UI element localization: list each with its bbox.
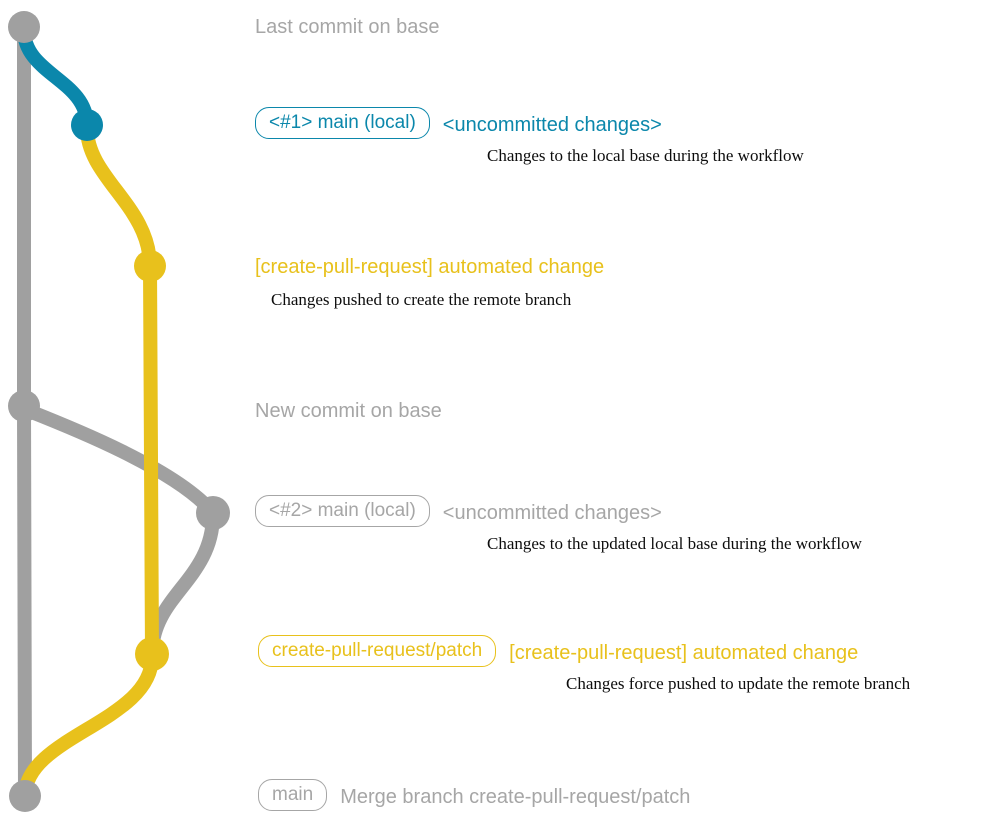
badge-wrap-local-main-2: <#2> main (local) (255, 495, 430, 527)
branch-badge-local-main-2[interactable]: <#2> main (local) (255, 495, 430, 527)
branch-graph (8, 11, 230, 812)
branch-badge-patch[interactable]: create-pull-request/patch (258, 635, 497, 667)
badge-wrap-merge: main (258, 779, 328, 811)
entry-local-main-2: <#2> main (local) <uncommitted changes> (255, 495, 662, 528)
commit-title-merge-commit: Merge branch create-pull-request/patch (340, 786, 691, 808)
commit-subtext-local-main-2: Changes to the updated local base during… (487, 534, 862, 553)
entry-new-commit-on-base: New commit on base (255, 396, 442, 426)
commit-subtext-automated-change-2: Changes force pushed to update the remot… (566, 674, 911, 693)
commit-node-base-top (8, 11, 40, 43)
entry-automated-change-1: [create-pull-request] automated change (255, 252, 604, 282)
entry-last-commit-on-base: Last commit on base (255, 12, 440, 42)
entry-automated-change-2: create-pull-request/patch [create-pull-r… (258, 635, 858, 668)
badge-wrap-local-main-1: <#1> main (local) (255, 107, 430, 139)
commit-node-merge (9, 780, 41, 812)
patch-merge-line (18, 650, 159, 803)
headline-new-commit-on-base: New commit on base (255, 400, 442, 422)
commit-node-local-teal (71, 109, 103, 141)
entry-local-main-1: <#1> main (local) <uncommitted changes> (255, 107, 662, 140)
badge-wrap-automated-change-2: create-pull-request/patch (258, 635, 497, 667)
local-branch-line-gray (17, 402, 220, 520)
commit-node-base-new (8, 390, 40, 422)
local-branch-merge-line-gray (145, 509, 220, 661)
commit-node-patch-one (134, 250, 166, 282)
commit-title-automated-change-1: [create-pull-request] automated change (255, 256, 605, 278)
commit-subtext-automated-change-1: Changes pushed to create the remote bran… (271, 290, 572, 309)
patch-branch-line (80, 121, 159, 661)
commit-node-patch-two (135, 637, 169, 671)
local-branch-line-teal (17, 23, 94, 132)
commit-node-local-gray (196, 496, 230, 530)
entry-merge-commit: main Merge branch create-pull-request/pa… (258, 779, 690, 812)
commit-title-local-main-1: <uncommitted changes> (442, 114, 662, 136)
commit-title-automated-change-2: [create-pull-request] automated change (509, 642, 859, 664)
branch-badge-main[interactable]: main (258, 779, 328, 811)
branch-badge-local-main-1[interactable]: <#1> main (local) (255, 107, 430, 139)
headline-last-commit-on-base: Last commit on base (255, 16, 440, 38)
commit-subtext-local-main-1: Changes to the local base during the wor… (487, 146, 804, 165)
commit-title-local-main-2: <uncommitted changes> (442, 502, 662, 524)
